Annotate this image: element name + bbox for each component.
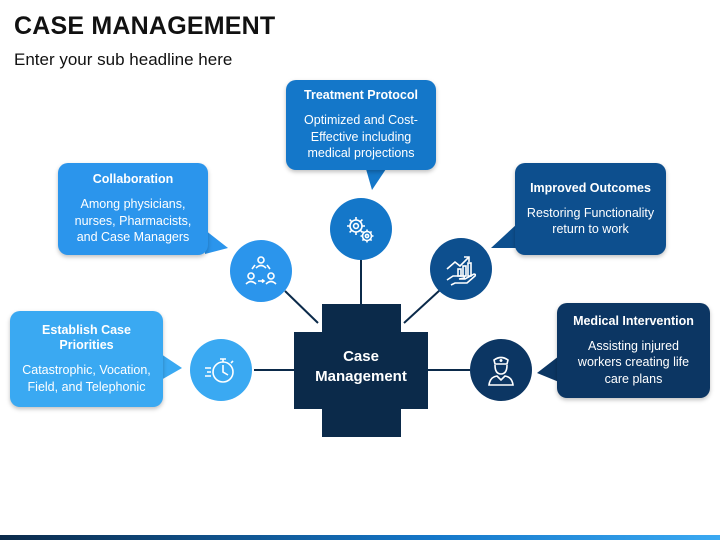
nurse-icon (488, 356, 514, 386)
callout-description: Assisting injured workers creating life … (577, 338, 690, 386)
growth-hand-icon (446, 256, 477, 286)
stopwatch-icon (205, 358, 234, 383)
connector-line (284, 290, 319, 324)
center-cross-shape (294, 304, 428, 437)
gears-icon (347, 217, 374, 243)
callout-tail (537, 356, 559, 382)
callout-description: Among physicians, nurses, Pharmacists, a… (74, 197, 192, 245)
callout-medical-intervention: Medical Intervention Assisting injured w… (557, 303, 710, 398)
callout-tail (491, 224, 517, 248)
callout-tail (161, 354, 182, 380)
callout-description: Optimized and Cost-Effective including m… (304, 113, 418, 161)
footer-gradient-bar (0, 535, 720, 540)
team-cycle-icon (245, 256, 277, 285)
node-circle-collaboration (230, 240, 292, 302)
center-label-line2: Management (315, 368, 407, 385)
page-subtitle: Enter your sub headline here (14, 50, 233, 69)
node-circle-medical-intervention (470, 339, 532, 401)
page-title: CASE MANAGEMENT (14, 12, 276, 40)
callout-tail (366, 169, 386, 190)
connector-line (403, 289, 441, 324)
callout-title: Collaboration (92, 172, 174, 187)
node-circle-treatment-protocol (330, 198, 392, 260)
center-label-line1: Case (343, 348, 379, 365)
callout-tail (205, 230, 228, 254)
callout-description: Catastrophic, Vocation, Field, and Telep… (22, 363, 151, 394)
callout-improved-outcomes: Improved Outcomes Restoring Functionalit… (515, 163, 666, 255)
callout-title: Treatment Protocol (304, 88, 418, 103)
callout-treatment-protocol: Treatment Protocol Optimized and Cost-Ef… (286, 80, 436, 170)
node-circle-establish-priorities (190, 339, 252, 401)
callout-collaboration: Collaboration Among physicians, nurses, … (58, 163, 208, 255)
callout-title: Establish Case Priorities (42, 323, 131, 352)
node-circle-improved-outcomes (430, 238, 492, 300)
center-label: Case Management (294, 332, 428, 402)
callout-title: Medical Intervention (573, 313, 694, 328)
callout-description: Restoring Functionality return to work (526, 205, 655, 237)
callout-establish-case-priorities: Establish Case Priorities Catastrophic, … (10, 311, 163, 407)
callout-title: Improved Outcomes (530, 180, 651, 195)
